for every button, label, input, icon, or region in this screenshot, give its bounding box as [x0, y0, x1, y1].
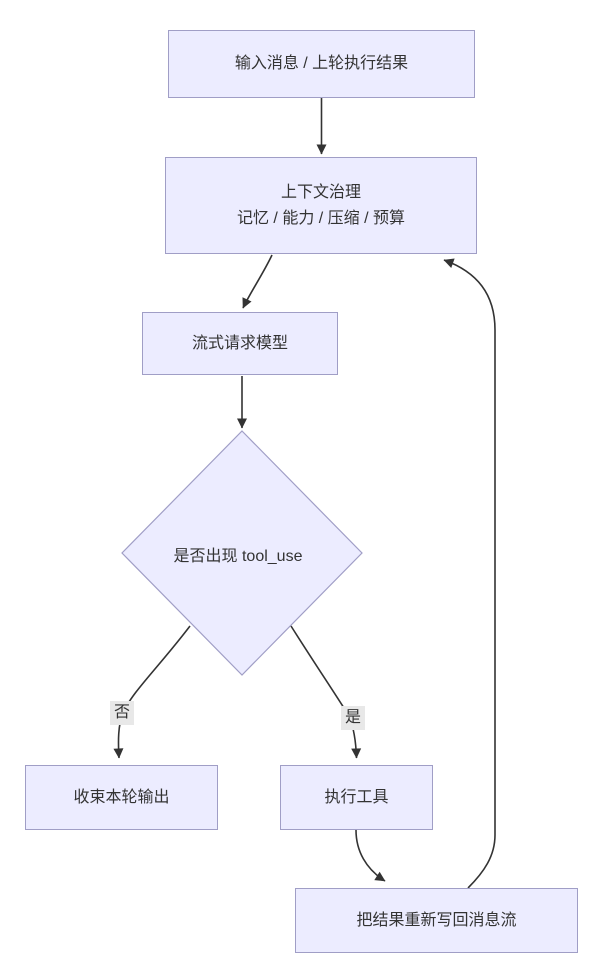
edge-tool-to-writeback	[355, 829, 386, 882]
node-context-line2: 记忆 / 能力 / 压缩 / 预算	[236, 209, 405, 227]
node-stream-label: 流式请求模型	[191, 334, 288, 352]
edge-context-to-stream	[242, 254, 273, 309]
decision-node-shape	[121, 430, 363, 676]
node-writeback-label: 把结果重新写回消息流	[356, 911, 517, 929]
edge-label-no: 否	[109, 701, 135, 725]
edge-decision-to-finish	[113, 625, 191, 759]
node-input: 输入消息 / 上轮执行结果	[168, 30, 475, 98]
edge-label-yes: 是	[340, 706, 366, 730]
node-tool-label: 执行工具	[324, 788, 389, 806]
node-input-label: 输入消息 / 上轮执行结果	[234, 55, 409, 72]
node-context-line1: 上下文治理	[280, 183, 361, 201]
node-finish: 收束本轮输出	[25, 765, 218, 830]
node-finish-label: 收束本轮输出	[73, 788, 170, 806]
node-decision-label: 是否出现 tool_use	[173, 548, 303, 565]
node-writeback: 把结果重新写回消息流	[295, 888, 578, 953]
node-context: 上下文治理 记忆 / 能力 / 压缩 / 预算	[165, 157, 477, 254]
node-stream: 流式请求模型	[142, 312, 338, 375]
edge-decision-to-tool	[290, 625, 362, 759]
node-tool: 执行工具	[280, 765, 433, 830]
edge-writeback-to-context	[443, 258, 496, 889]
